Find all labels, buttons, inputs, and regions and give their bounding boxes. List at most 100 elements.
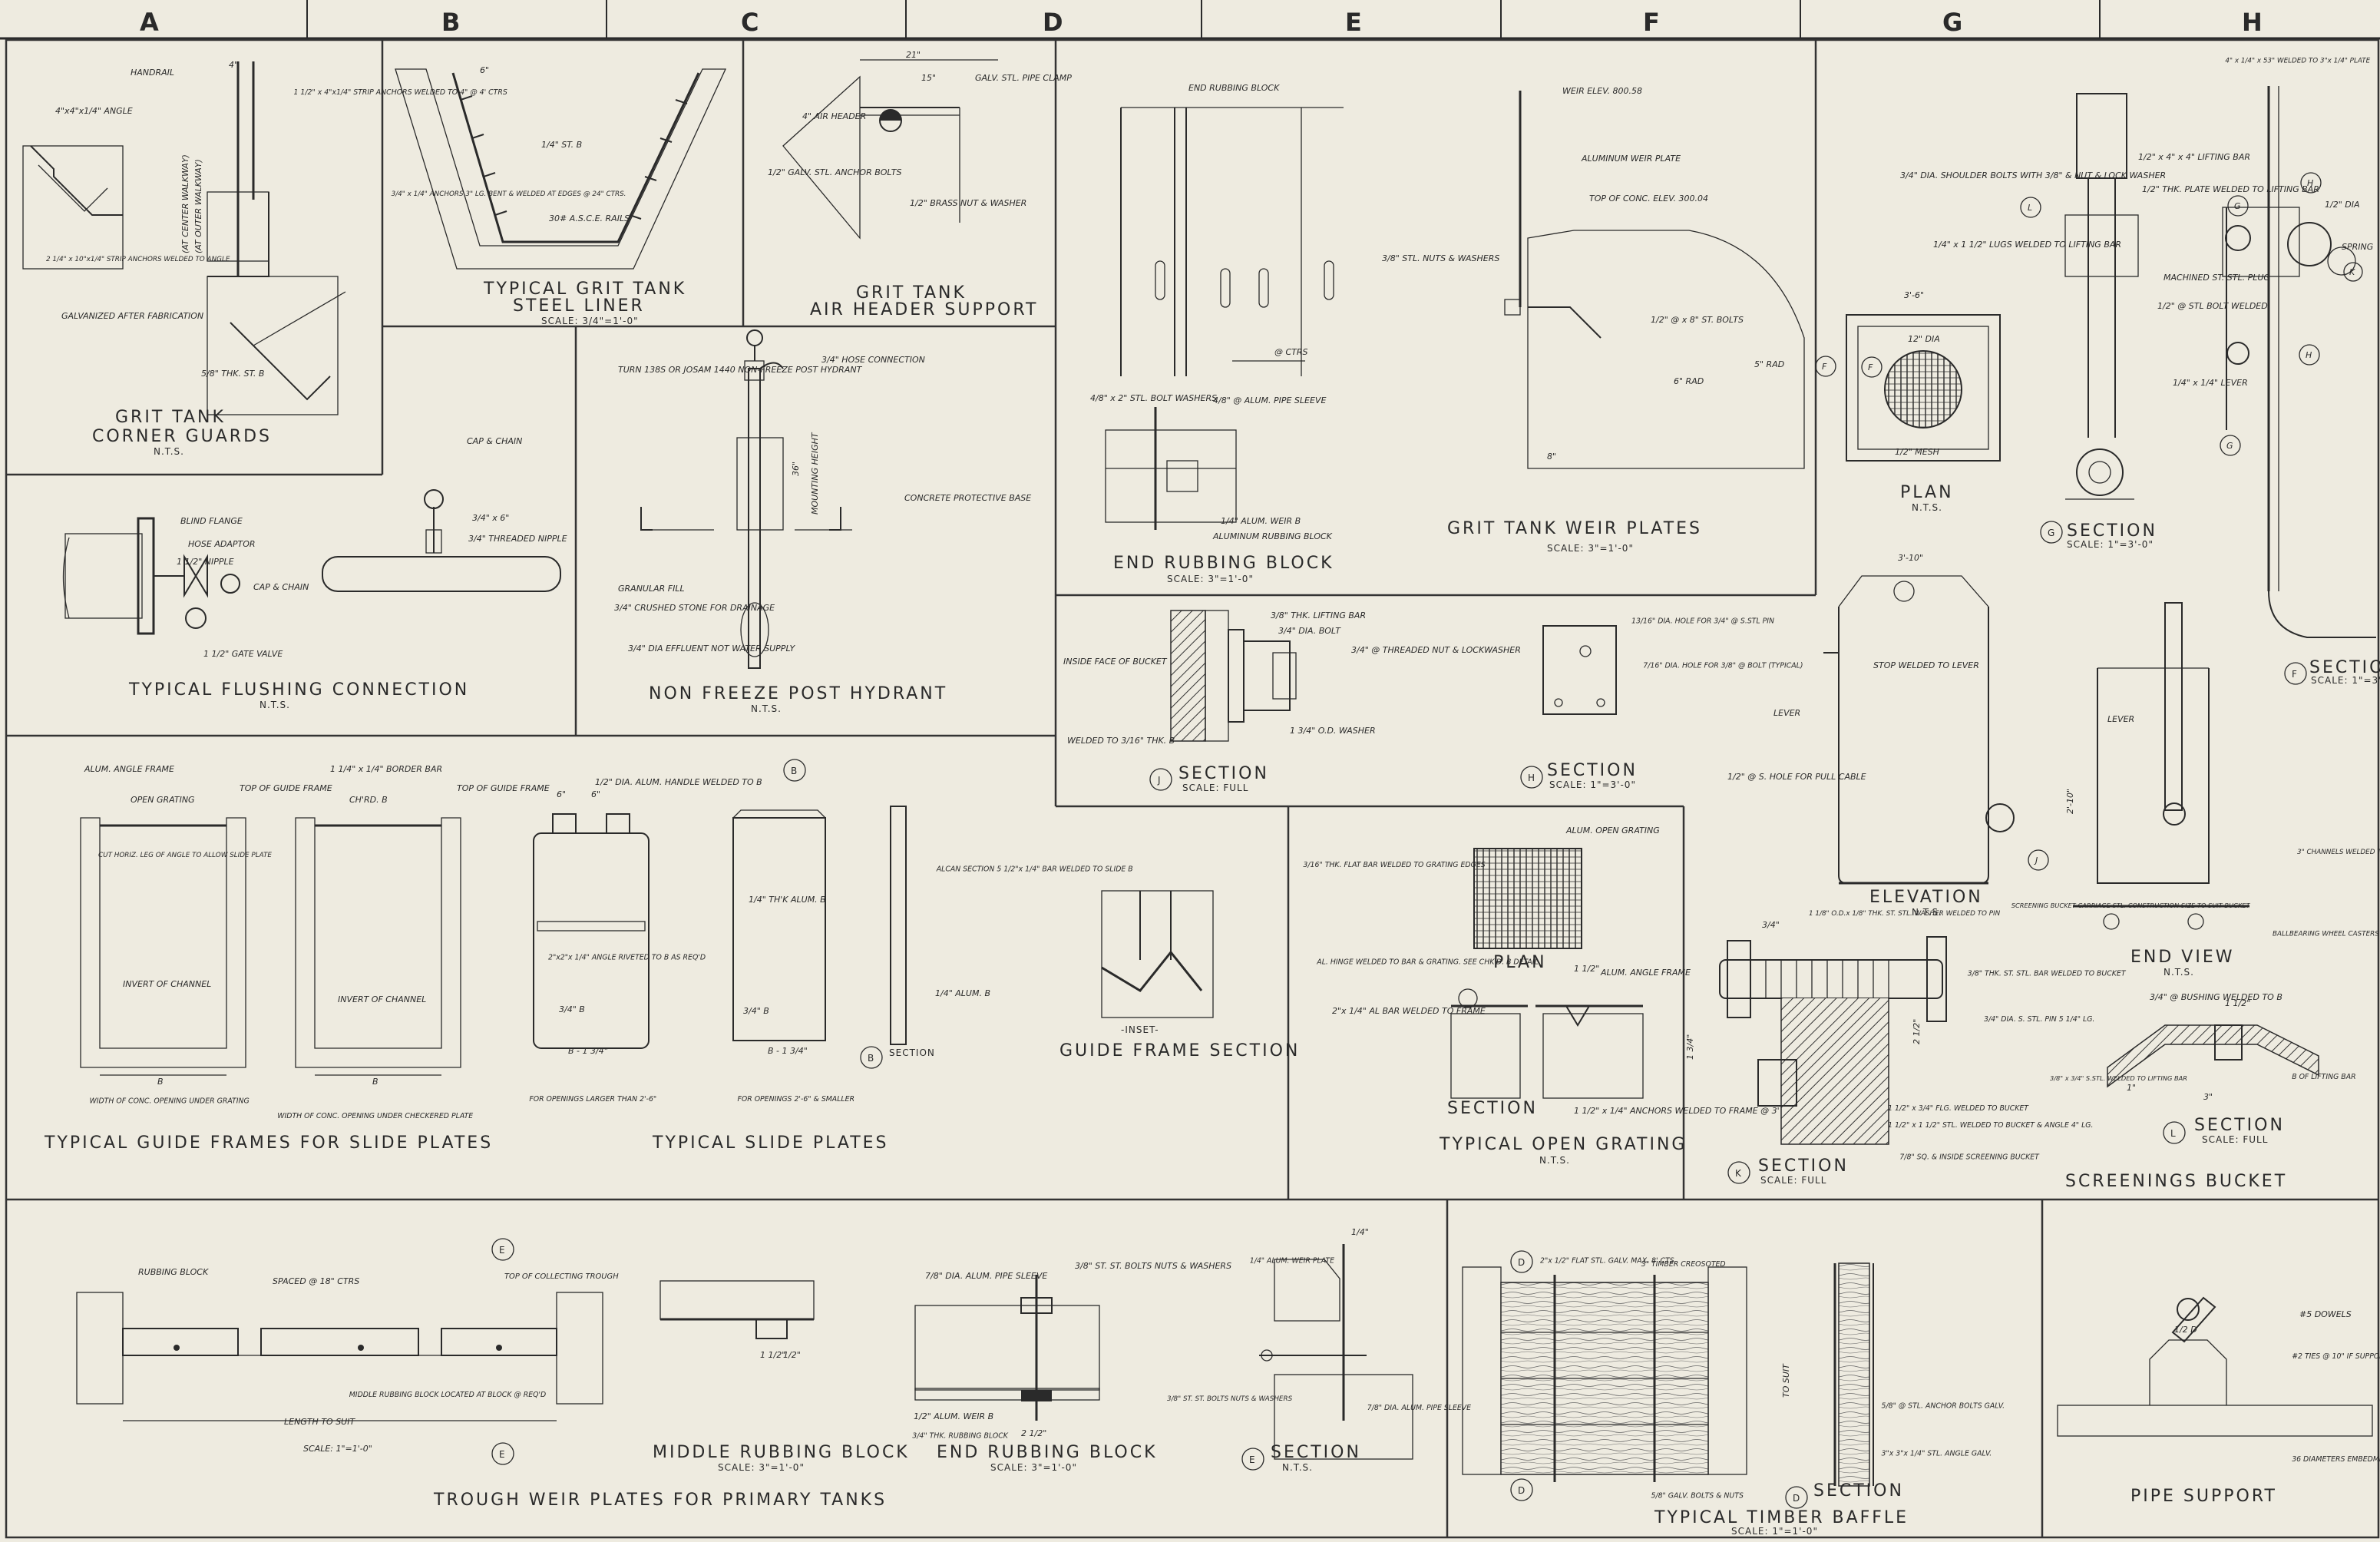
column-header-strip: A B C D E F G H xyxy=(0,0,2380,40)
elevation-note: STOP WELDED TO LEVER xyxy=(1873,660,1979,670)
panel-section-h: 13/16" DIA. HOLE FOR 3/4" @ S.STL PIN 7/… xyxy=(1520,617,1803,790)
flushing-note: 1 1/2" NIPPLE xyxy=(177,557,234,567)
panel-rubbing-block: END RUBBING BLOCK @ CTRS 4/8" x 2" STL. … xyxy=(1090,83,1344,584)
guide-section-inset: -INSET- xyxy=(1121,1024,1159,1035)
panel-frames xyxy=(5,38,2380,1539)
end-rubbing-2-note: 2 1/2" xyxy=(1021,1428,1046,1438)
panel-end-view: 2'-10" LEVER 3" CHANNELS WELDED TO BUCKE… xyxy=(2011,602,2380,978)
section-f-callout: K xyxy=(2349,267,2355,277)
slide-plates-note: 2"x2"x 1/4" ANGLE RIVETED TO B AS REQ'D xyxy=(548,954,706,962)
trough-weir-callout: E xyxy=(499,1449,506,1460)
guide-frames-note: WIDTH OF CONC. OPENING UNDER GRATING xyxy=(89,1097,249,1106)
section-k-note: 1 3/4" xyxy=(1685,1034,1695,1060)
guide-frames-note: 1 1/4" x 1/4" BORDER BAR xyxy=(330,764,442,774)
slide-plates-note: 3/4" B xyxy=(559,1004,585,1014)
section-e-note: 7/8" DIA. ALUM. PIPE SLEEVE xyxy=(1367,1404,1471,1412)
weir-plates-note: 1/2" @ x 8" ST. BOLTS xyxy=(1651,315,1744,325)
section-g-callout: L xyxy=(2028,203,2032,213)
slide-plates-note: 6" xyxy=(557,789,566,799)
weir-plates-note: 5" RAD xyxy=(1754,359,1784,369)
section-k-scale: SCALE: FULL xyxy=(1760,1175,1826,1186)
section-g-callout: G xyxy=(2226,441,2233,451)
timber-baffle-note: 5/8" @ STL. ANCHOR BOLTS GALV. xyxy=(1882,1401,2005,1410)
corner-guards-note: 4" xyxy=(229,60,238,70)
trough-weir-note: TOP OF COLLECTING TROUGH xyxy=(504,1272,619,1281)
flushing-note: CAP & CHAIN xyxy=(467,436,522,446)
section-e-note: 1/4" ALUM. WEIR PLATE xyxy=(1250,1257,1334,1266)
section-e-tag: E xyxy=(1249,1454,1256,1465)
flushing-note: 1 1/2" GATE VALVE xyxy=(203,649,283,659)
timber-baffle-section: SECTION xyxy=(1813,1481,1904,1501)
section-k-note: 3/4" DIA. S. STL. PIN 5 1/4" LG. xyxy=(1984,1015,2094,1024)
trough-weir-note: SPACED @ 18" CTRS xyxy=(273,1276,359,1286)
section-h-note: 7/16" DIA. HOLE FOR 3/8" @ BOLT (TYPICAL… xyxy=(1643,662,1803,670)
trough-weir-title: TROUGH WEIR PLATES FOR PRIMARY TANKS xyxy=(433,1491,887,1510)
end-view-note: 3" CHANNELS WELDED TO BUCKET xyxy=(2297,849,2380,856)
panel-slide-plates: 6" 6" 1/2" DIA. ALUM. HANDLE WELDED TO B… xyxy=(529,759,1133,1153)
weir-plates-note: 6" RAD xyxy=(1674,376,1704,386)
guide-frames-note: TOP OF GUIDE FRAME xyxy=(240,783,332,793)
end-rubbing-2-note: 7/8" DIA. ALUM. PIPE SLEEVE xyxy=(925,1271,1047,1281)
hydrant-note: MOUNTING HEIGHT xyxy=(810,432,820,515)
flushing-note: CAP & CHAIN xyxy=(253,582,309,592)
rubbing-block-scale: SCALE: 3"=1'-0" xyxy=(1167,574,1254,584)
panel-section-f: 4" x 1/4" x 53" WELDED TO 3"x 1/4" PLATE… xyxy=(2225,58,2380,686)
open-grating-note: AL. HINGE WELDED TO BAR & GRATING. SEE C… xyxy=(1316,958,1538,966)
plan-g-cut-tag: F xyxy=(1868,362,1873,372)
section-g-callout: G xyxy=(2234,201,2241,211)
plan-g-cut-tag: F xyxy=(1822,362,1827,372)
section-g-callout: H xyxy=(2307,178,2313,188)
trough-weir-note: LENGTH TO SUIT xyxy=(284,1417,355,1427)
open-grating-note: 1 1/2" x 1/4" ANCHORS WELDED TO FRAME @ … xyxy=(1574,1106,1797,1116)
rubbing-block-note: 4/8" x 2" STL. BOLT WASHERS xyxy=(1090,393,1217,403)
panel-trough-weir: RUBBING BLOCK SPACED @ 18" CTRS TOP OF C… xyxy=(76,1238,887,1510)
corner-guards-note: HANDRAIL xyxy=(131,68,174,78)
grit-liner-note: 3/4" x 1/4" ANCHORS 3" LG. BENT & WELDED… xyxy=(392,190,626,198)
open-grating-note: ALUM. ANGLE FRAME xyxy=(1600,968,1691,978)
trough-weir-note: RUBBING BLOCK xyxy=(138,1267,209,1277)
section-f-note: 1/2" DIA xyxy=(2325,200,2360,210)
section-l-scale: SCALE: FULL xyxy=(2202,1134,2268,1145)
middle-rubbing-title: MIDDLE RUBBING BLOCK xyxy=(653,1443,910,1462)
hydrant-scale: N.T.S. xyxy=(751,703,782,714)
section-e-label: SECTION xyxy=(1271,1443,1361,1462)
column-label-h: H xyxy=(2242,8,2263,37)
hydrant-title: NON FREEZE POST HYDRANT xyxy=(649,684,947,703)
section-h-note: 13/16" DIA. HOLE FOR 3/4" @ S.STL PIN xyxy=(1631,617,1774,626)
grit-liner-title-2: STEEL LINER xyxy=(513,296,645,316)
open-grating-note: 2"x 1/4" AL BAR WELDED TO FRAME xyxy=(1332,1006,1486,1016)
air-header-title: GRIT TANK xyxy=(856,283,967,303)
end-rubbing-2-note: 3/8" ST. ST. BOLTS NUTS & WASHERS xyxy=(1075,1261,1231,1271)
open-grating-title: TYPICAL OPEN GRATING xyxy=(1439,1135,1687,1154)
slide-plates-callout: B xyxy=(791,766,798,776)
open-grating-note: 3/16" THK. FLAT BAR WELDED TO GRATING ED… xyxy=(1303,861,1485,869)
slide-plates-section-label: SECTION xyxy=(889,1047,935,1058)
section-k-note: 2 1/2" xyxy=(1912,1019,1922,1044)
corner-guards-note: 2 1/4" x 10"x1/4" STRIP ANCHORS WELDED T… xyxy=(46,256,230,263)
corner-guards-note: 1 1/2" x 4"x1/4" STRIP ANCHORS WELDED TO… xyxy=(293,88,507,97)
section-j-note: INSIDE FACE OF BUCKET xyxy=(1063,657,1168,667)
section-g-note: 1/4" x 1 1/2" LUGS WELDED TO LIFTING BAR xyxy=(1933,240,2121,250)
section-f-note: 4" x 1/4" x 53" WELDED TO 3"x 1/4" PLATE xyxy=(2225,58,2370,65)
section-g-note: 1/2" THK. PLATE WELDED TO LIFTING BAR xyxy=(2142,184,2319,194)
guide-frames-note: TOP OF GUIDE FRAME xyxy=(457,783,550,793)
section-f-tag: F xyxy=(2292,669,2298,680)
pipe-support-title: PIPE SUPPORT xyxy=(2130,1487,2277,1506)
end-view-scale: N.T.S. xyxy=(2163,967,2194,978)
section-k-tag: K xyxy=(1735,1168,1742,1179)
panel-flushing: BLIND FLANGE HOSE ADAPTOR 1 1/2" NIPPLE … xyxy=(62,436,567,710)
section-g-note: MACHINED ST. STL. PLUG xyxy=(2163,273,2270,283)
air-header-note: 4" AIR HEADER xyxy=(802,111,866,121)
plan-g-scale: N.T.S. xyxy=(1912,502,1942,513)
timber-baffle-tag: D xyxy=(1793,1493,1800,1504)
slide-plates-note: B - 1 3/4" xyxy=(568,1046,608,1056)
panel-pipe-support: #5 DOWELS #2 TIES @ 10" IF SUPPORT IS HI… xyxy=(2057,1296,2380,1506)
section-l-tag: L xyxy=(2170,1128,2177,1139)
corner-guards-note: 5/8" THK. ST. B xyxy=(201,369,264,379)
corner-guards-note: (AT OUTER WALKWAY) xyxy=(193,159,203,253)
end-rubbing-2-note: 1/2" ALUM. WEIR B xyxy=(914,1411,993,1421)
corner-guards-title-2: CORNER GUARDS xyxy=(92,427,272,446)
section-l-note: 3/4" @ BUSHING WELDED TO B xyxy=(2150,992,2282,1002)
section-g-note: 1/2" x 4" x 4" LIFTING BAR xyxy=(2138,152,2250,162)
plan-g-note: 12" DIA xyxy=(1908,334,1940,344)
